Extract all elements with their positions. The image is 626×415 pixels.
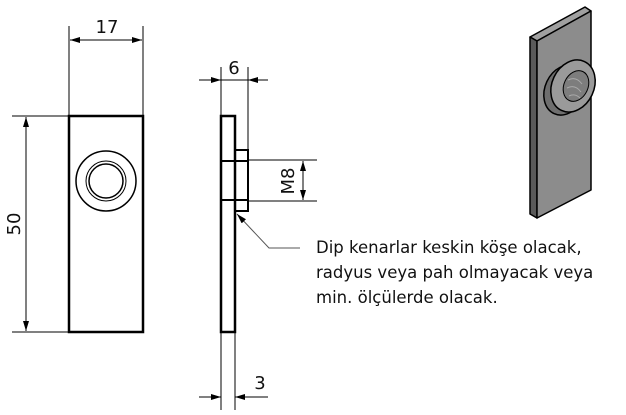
- isometric-view: [529, 6, 596, 219]
- iso-thread-hole: [562, 70, 590, 102]
- manufacturing-note: Dip kenarlar keskin köşe olacak, radyus …: [316, 235, 593, 310]
- dim-depth-label: 6: [228, 58, 239, 79]
- dim-width-label: 17: [96, 17, 119, 38]
- front-view: 17 50: [4, 17, 145, 334]
- plate-side-outline: [219, 114, 237, 334]
- note-line: Dip kenarlar keskin köşe olacak,: [316, 238, 582, 257]
- iso-side-face: [529, 36, 538, 219]
- plate-outline: [67, 114, 145, 334]
- hole-circle: [88, 163, 124, 199]
- note-line: radyus veya pah olmayacak veya: [316, 263, 594, 282]
- side-view: 6 M8 3: [199, 58, 317, 410]
- dim-thickness-label: 3: [254, 373, 265, 394]
- note-line: min. ölçülerde olacak.: [316, 288, 498, 307]
- note-leader: [236, 213, 300, 249]
- dim-thread-label: M8: [278, 168, 299, 195]
- dim-height-label: 50: [4, 213, 25, 236]
- boss-side-outline: [234, 149, 249, 212]
- boss-circle: [75, 150, 137, 212]
- thread-major-circle: [85, 160, 127, 202]
